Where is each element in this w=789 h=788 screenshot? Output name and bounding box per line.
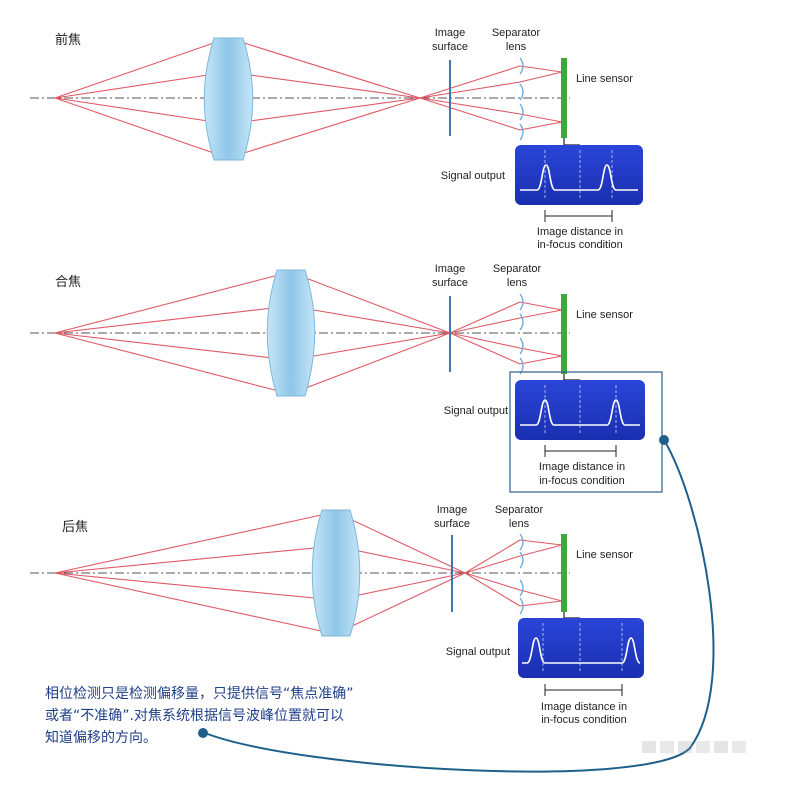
image-surface-label-2: surface [432, 277, 468, 289]
distance-label-2: in-focus condition [537, 239, 623, 251]
highlight-frame [509, 371, 663, 493]
line-sensor-label: Line sensor [576, 73, 633, 85]
light-rays [54, 271, 563, 395]
line-sensor [561, 58, 567, 138]
image-surface-label-1: Image [435, 263, 466, 275]
line-sensor-label: Line sensor [576, 309, 633, 321]
sensor-cable [563, 138, 580, 146]
note-line-1: 相位检测只是检测偏移量，只提供信号“焦点准确” [45, 686, 354, 702]
separator-lens-label-1: Separator [495, 504, 544, 516]
main-lens [311, 509, 361, 637]
separator-lens-label-1: Separator [492, 27, 541, 39]
signal-waveform [522, 637, 641, 664]
separator-lens-label-2: lens [506, 41, 527, 53]
connector-curve [204, 439, 715, 773]
image-surface-label-2: surface [434, 518, 470, 530]
distance-label-1: Image distance in [541, 701, 627, 713]
distance-bracket [544, 445, 617, 457]
panel-front-focus: 前焦 Image surface Separator lens Line sen… [30, 27, 643, 251]
light-rays [54, 37, 563, 159]
distance-bracket [544, 684, 623, 696]
line-sensor [561, 534, 567, 612]
separator-lens [519, 293, 524, 375]
link-dot-bottom [198, 728, 208, 738]
separator-lens-label-1: Separator [493, 263, 542, 275]
signal-scope [515, 145, 643, 205]
panel-in-focus: 合焦 Image surface Separator lens Line sen… [30, 263, 669, 493]
sensor-cable [563, 374, 580, 381]
panel-title: 合焦 [55, 275, 81, 290]
separator-lens-label-2: lens [507, 277, 528, 289]
line-sensor-label: Line sensor [576, 549, 633, 561]
panel-back-focus: 后焦 Image surface Separator lens Line sen… [30, 504, 644, 726]
separator-lens [519, 57, 524, 141]
signal-waveform [520, 399, 640, 426]
distance-label-2: in-focus condition [541, 714, 627, 726]
image-surface-label-2: surface [432, 41, 468, 53]
main-lens [203, 37, 254, 161]
panel-title: 后焦 [62, 520, 88, 535]
line-sensor [561, 294, 567, 374]
signal-waveform [520, 164, 638, 191]
image-surface-label-1: Image [435, 27, 466, 39]
note-line-3: 知道偏移的方向。 [45, 729, 157, 746]
separator-lens-label-2: lens [509, 518, 530, 530]
separator-lens [519, 533, 524, 615]
signal-output-label: Signal output [444, 405, 508, 417]
watermark [642, 741, 746, 753]
main-lens [266, 269, 316, 397]
image-surface-label-1: Image [437, 504, 468, 516]
explanation-note: 相位检测只是检测偏移量，只提供信号“焦点准确” 或者“不准确”.对焦系统根据信号… [45, 686, 354, 746]
distance-bracket [544, 210, 613, 222]
signal-output-label: Signal output [446, 646, 510, 658]
distance-label-1: Image distance in [539, 461, 625, 473]
note-line-2: 或者“不准确”.对焦系统根据信号波峰位置就可以 [45, 708, 344, 724]
panel-title: 前焦 [55, 32, 81, 48]
distance-label-1: Image distance in [537, 226, 623, 238]
signal-output-label: Signal output [441, 170, 505, 182]
sensor-cable [563, 612, 580, 619]
distance-label-2: in-focus condition [539, 475, 625, 487]
signal-scope [518, 618, 644, 678]
